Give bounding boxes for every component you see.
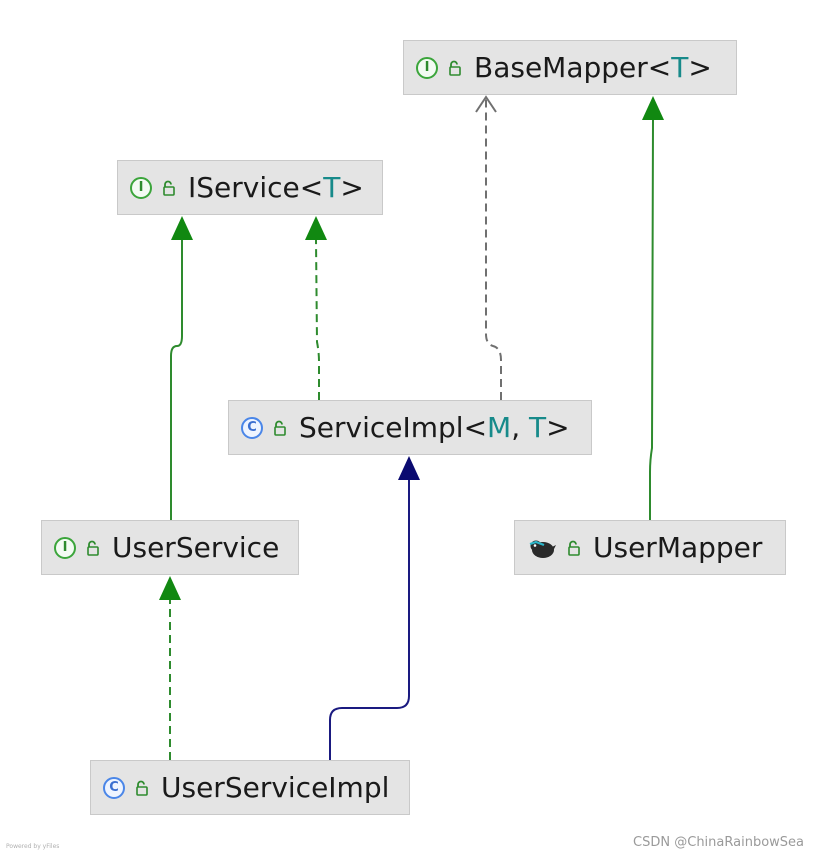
edge-userservice-to-iservice (170, 240, 183, 520)
lock-open-icon (163, 180, 175, 196)
lock-open-icon (87, 540, 99, 556)
edge-usermapper-to-basemapper (649, 119, 654, 520)
class-name: BaseMapper (474, 51, 648, 84)
node-serviceimpl-label: ServiceImpl<M, T> (299, 411, 570, 444)
node-userserviceimpl[interactable]: C UserServiceImpl (90, 760, 410, 815)
lock-open-icon (449, 60, 461, 76)
type-parameter-m: M (487, 411, 512, 444)
mybatis-bird-icon (529, 540, 556, 558)
node-usermapper[interactable]: UserMapper (514, 520, 786, 575)
type-parameter-t: T (529, 411, 547, 444)
arrowhead-iservice-left (171, 216, 193, 240)
node-basemapper[interactable]: I BaseMapper<T> (403, 40, 737, 95)
class-icon: C (103, 776, 125, 799)
arrowhead-userservice (159, 576, 181, 600)
class-name: UserMapper (593, 531, 763, 564)
class-name: IService (188, 171, 300, 204)
generic-open: < (299, 171, 324, 204)
arrowhead-basemapper-dependency (475, 95, 497, 113)
node-serviceimpl[interactable]: C ServiceImpl<M, T> (228, 400, 592, 455)
generic-close: > (340, 171, 364, 204)
type-parameter: T (671, 51, 689, 84)
lock-open-icon (274, 420, 286, 436)
node-iservice-label: IService<T> (188, 171, 364, 204)
generic-close: > (688, 51, 712, 84)
watermark: CSDN @ChinaRainbowSea (633, 835, 804, 850)
generic-separator: , (511, 411, 530, 444)
class-name: UserServiceImpl (161, 771, 390, 804)
node-basemapper-label: BaseMapper<T> (474, 51, 712, 84)
generic-open: < (647, 51, 672, 84)
class-name: UserService (112, 531, 280, 564)
node-userservice[interactable]: I UserService (41, 520, 299, 575)
generic-close: > (546, 411, 570, 444)
class-name: ServiceImpl (299, 411, 464, 444)
lock-open-icon (136, 780, 148, 796)
edge-serviceimpl-to-iservice (315, 239, 320, 400)
interface-icon: I (416, 56, 438, 79)
arrowhead-basemapper (642, 96, 664, 120)
powered-by-label: Powered by yFiles (6, 843, 60, 850)
node-iservice[interactable]: I IService<T> (117, 160, 383, 215)
arrowhead-serviceimpl (398, 456, 420, 480)
arrowhead-iservice-right (305, 216, 327, 240)
interface-icon: I (54, 536, 76, 559)
interface-icon: I (130, 176, 152, 199)
lock-open-icon (568, 540, 580, 556)
type-parameter: T (323, 171, 341, 204)
class-icon: C (241, 416, 263, 439)
generic-open: < (463, 411, 488, 444)
edge-userserviceimpl-to-serviceimpl (329, 480, 410, 760)
edge-serviceimpl-to-basemapper (485, 97, 502, 400)
